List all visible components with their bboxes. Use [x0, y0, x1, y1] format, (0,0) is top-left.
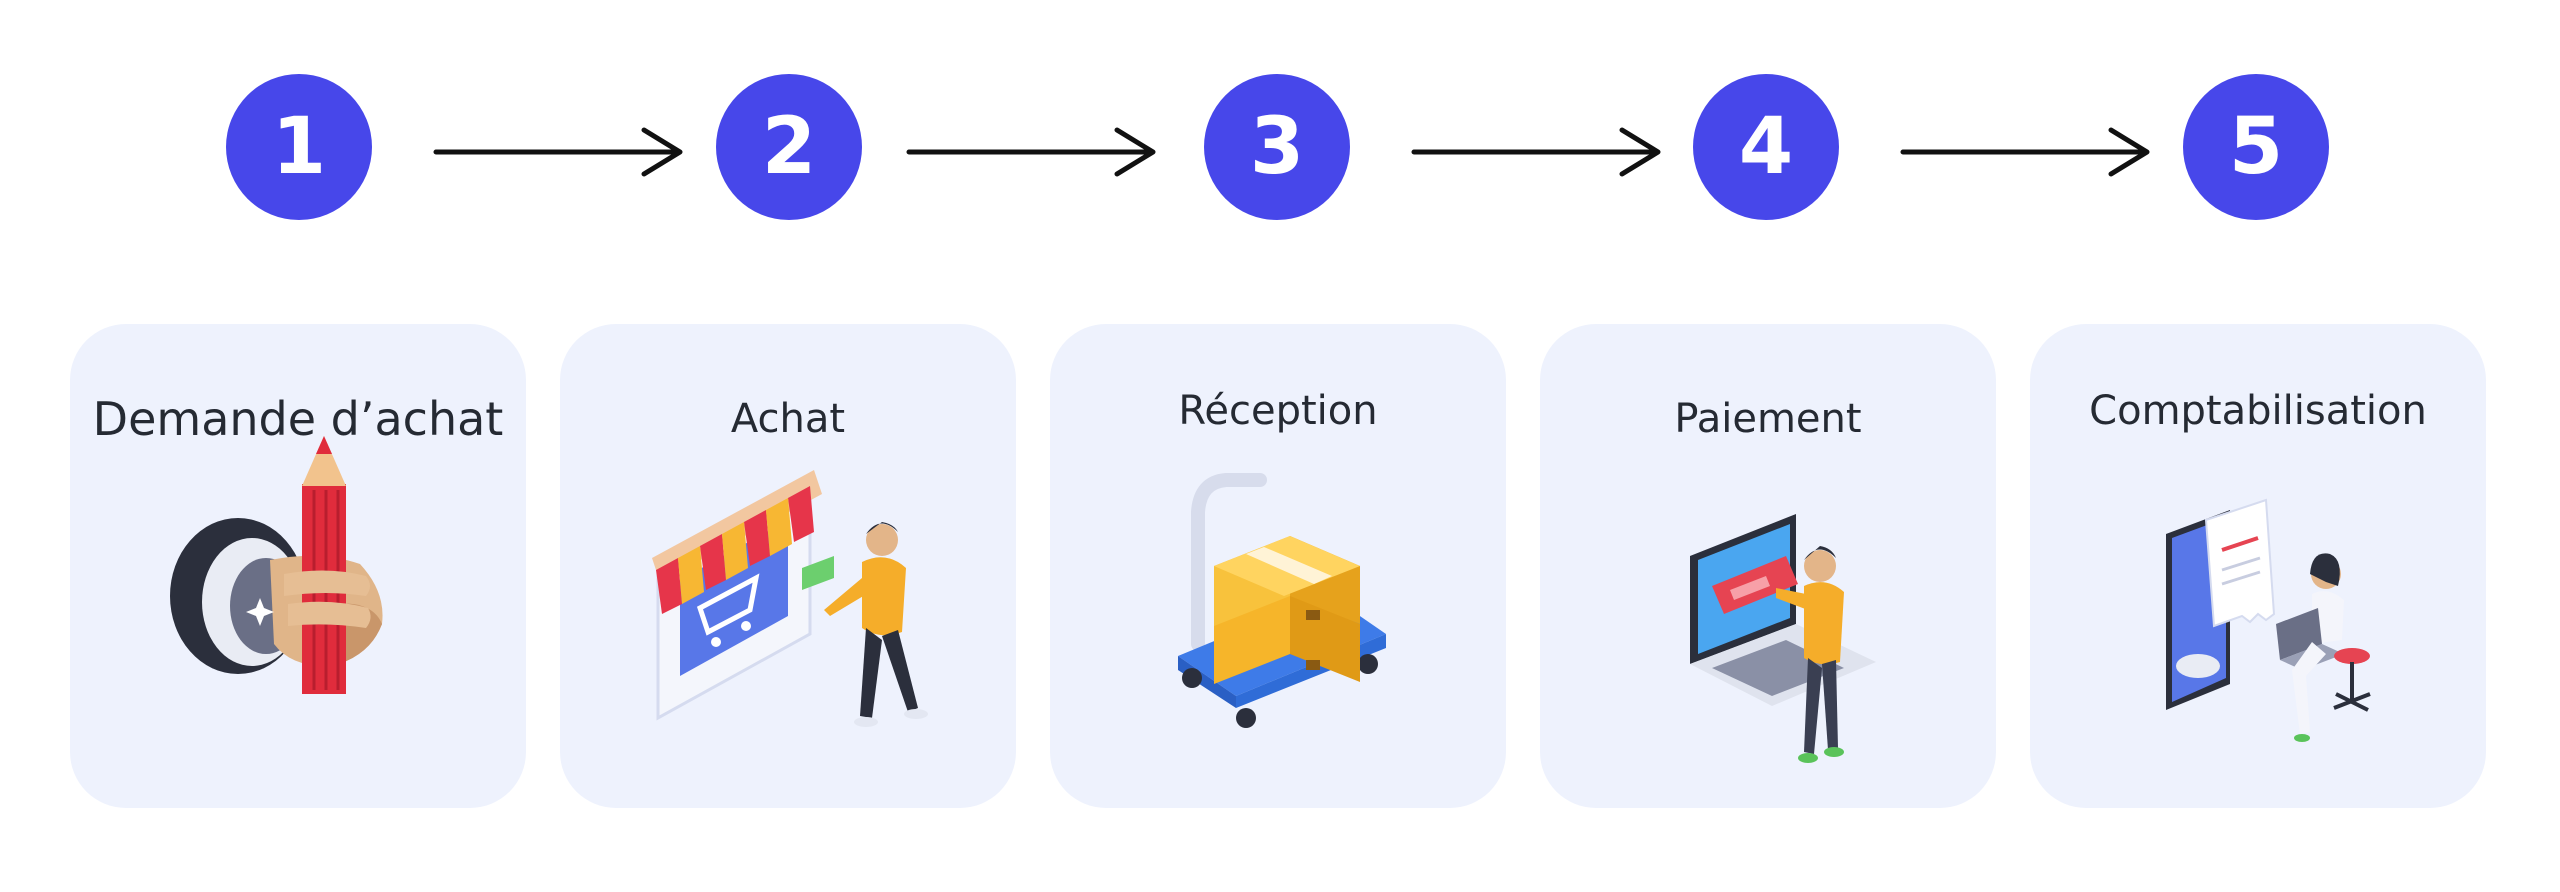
step-3-card: Réception [1050, 324, 1506, 808]
step-5-title: Comptabilisation [2089, 388, 2427, 434]
arrow-4-5 [1900, 127, 2150, 177]
step-1-card: Demande d’achat [70, 324, 526, 808]
step-2-card: Achat [560, 324, 1016, 808]
boxes-cart-icon [1178, 473, 1386, 728]
arrow-2-3 [906, 127, 1156, 177]
step-4-title: Paiement [1674, 396, 1862, 442]
online-shop-icon [652, 470, 928, 727]
step-3-title: Réception [1178, 388, 1378, 434]
arrow-1-2 [433, 127, 683, 177]
step-4-card: Paiement [1540, 324, 1996, 808]
step-5-card: Comptabilisation [2030, 324, 2486, 808]
laptop-payment-icon [1690, 514, 1876, 763]
step-1-circle: 1 [226, 74, 372, 220]
step-2-circle: 2 [716, 74, 862, 220]
step-2-title: Achat [730, 396, 846, 442]
receipt-phone-icon [2166, 498, 2371, 742]
step-1-title: Demande d’achat [92, 392, 504, 446]
step-3-circle: 3 [1204, 74, 1350, 220]
hand-pencil-icon [170, 436, 383, 694]
step-4-circle: 4 [1693, 74, 1839, 220]
step-5-circle: 5 [2183, 74, 2329, 220]
arrow-3-4 [1411, 127, 1661, 177]
